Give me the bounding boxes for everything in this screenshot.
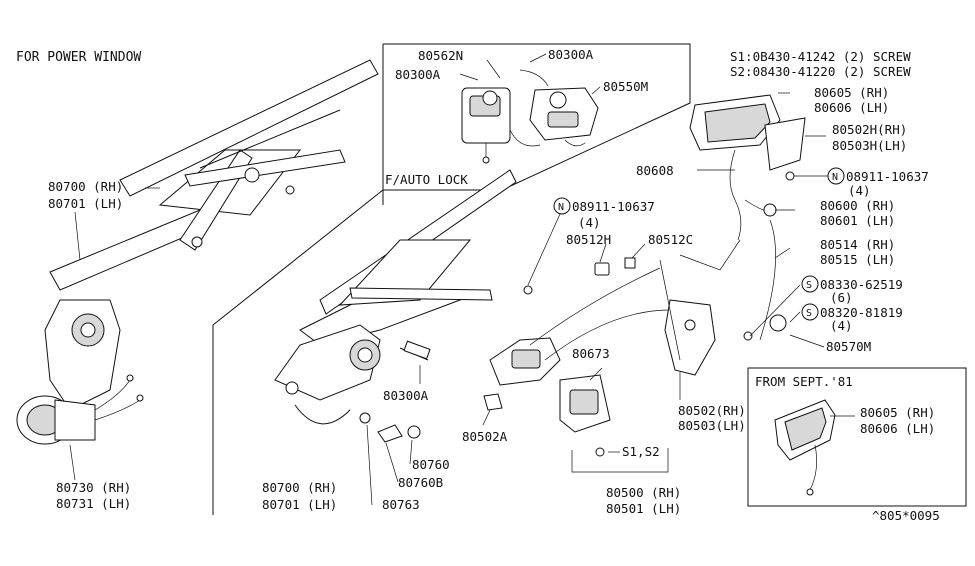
screw-symbol-icon-08330 [801, 275, 819, 293]
manual-window-regulator-drawing [274, 169, 517, 443]
label-80512c: 80512C [648, 232, 693, 247]
label-80562n: 80562N [418, 48, 463, 63]
label-80701-lh-mid: 80701 (LH) [262, 497, 337, 512]
label-08911-mid: 08911-10637 [572, 199, 655, 214]
label-80503-lh: 80503(LH) [678, 418, 746, 433]
screw-symbol-text-08320: S [806, 308, 812, 319]
label-08320: 08320-81819 [820, 305, 903, 320]
label-80700-rh-left: 80700 (RH) [48, 179, 123, 194]
screw-symbol-text-08330: S [806, 280, 812, 291]
divider-diagonal [212, 189, 384, 515]
inset-sept81-frame [747, 367, 967, 507]
label-80760: 80760 [412, 457, 450, 472]
label-80605-rh: 80605 (RH) [814, 85, 889, 100]
label-08911-right: 08911-10637 [846, 169, 929, 184]
screw-note-s2: S2:08430-41220 (2) SCREW [730, 64, 911, 79]
label-80502-rh: 80502(RH) [678, 403, 746, 418]
label-80502h-rh: 80502H(RH) [832, 122, 907, 137]
label-80673: 80673 [572, 346, 610, 361]
nut-symbol-icon-mid [553, 197, 571, 215]
label-80605-rh-sept81: 80605 (RH) [860, 405, 935, 420]
label-80515-lh: 80515 (LH) [820, 252, 895, 267]
label-80606-lh: 80606 (LH) [814, 100, 889, 115]
label-80550m: 80550M [603, 79, 648, 94]
label-80501-lh: 80501 (LH) [606, 501, 681, 516]
label-80763: 80763 [382, 497, 420, 512]
label-80503h-lh: 80503H(LH) [832, 138, 907, 153]
label-80606-lh-sept81: 80606 (LH) [860, 421, 935, 436]
label-08911-right-qty: (4) [848, 183, 871, 198]
label-08320-qty: (4) [830, 318, 853, 333]
label-08911-mid-qty: (4) [578, 215, 601, 230]
nut-part-mid [523, 285, 533, 295]
label-80701-lh-left: 80701 (LH) [48, 196, 123, 211]
inset-auto-lock-frame [383, 43, 691, 191]
auto-lock-actuator-drawing [461, 69, 599, 164]
label-80502a: 80502A [462, 429, 508, 444]
label-80300a-inset-left: 80300A [395, 67, 441, 82]
nut-symbol-text-mid: N [558, 202, 564, 213]
label-s1-s2: S1,S2 [622, 444, 660, 459]
label-80700-rh-mid: 80700 (RH) [262, 480, 337, 495]
label-80570m: 80570M [826, 339, 871, 354]
diagram-code: ^805*0095 [872, 508, 940, 523]
label-80608: 80608 [636, 163, 674, 178]
label-80514-rh: 80514 (RH) [820, 237, 895, 252]
label-08330-qty: (6) [830, 290, 853, 305]
label-80730-rh: 80730 (RH) [56, 480, 131, 495]
diagram-title: FOR POWER WINDOW [16, 50, 141, 65]
label-f-auto-lock: F/AUTO LOCK [385, 172, 468, 187]
label-from-sept81: FROM SEPT.'81 [755, 374, 853, 389]
label-80760b: 80760B [398, 475, 443, 490]
outside-handle-drawing [679, 94, 806, 341]
bracket-80500 [571, 448, 669, 473]
label-80731-lh: 80731 (LH) [56, 496, 131, 511]
label-80300a-inset-right: 80300A [548, 47, 594, 62]
label-08330: 08330-62519 [820, 277, 903, 292]
nut-symbol-text-right: N [832, 172, 838, 183]
label-80300a-mid: 80300A [383, 388, 429, 403]
label-80500-rh: 80500 (RH) [606, 485, 681, 500]
screw-symbol-icon-08320 [801, 303, 819, 321]
screw-note-s1: S1:0B430-41242 (2) SCREW [730, 49, 911, 64]
door-lock-assembly-drawing [489, 257, 716, 457]
outside-handle-sept81-drawing [774, 399, 836, 496]
label-80512h: 80512H [566, 232, 611, 247]
power-window-regulator-drawing [16, 59, 379, 445]
label-80601-lh: 80601 (LH) [820, 213, 895, 228]
label-80600-rh: 80600 (RH) [820, 198, 895, 213]
